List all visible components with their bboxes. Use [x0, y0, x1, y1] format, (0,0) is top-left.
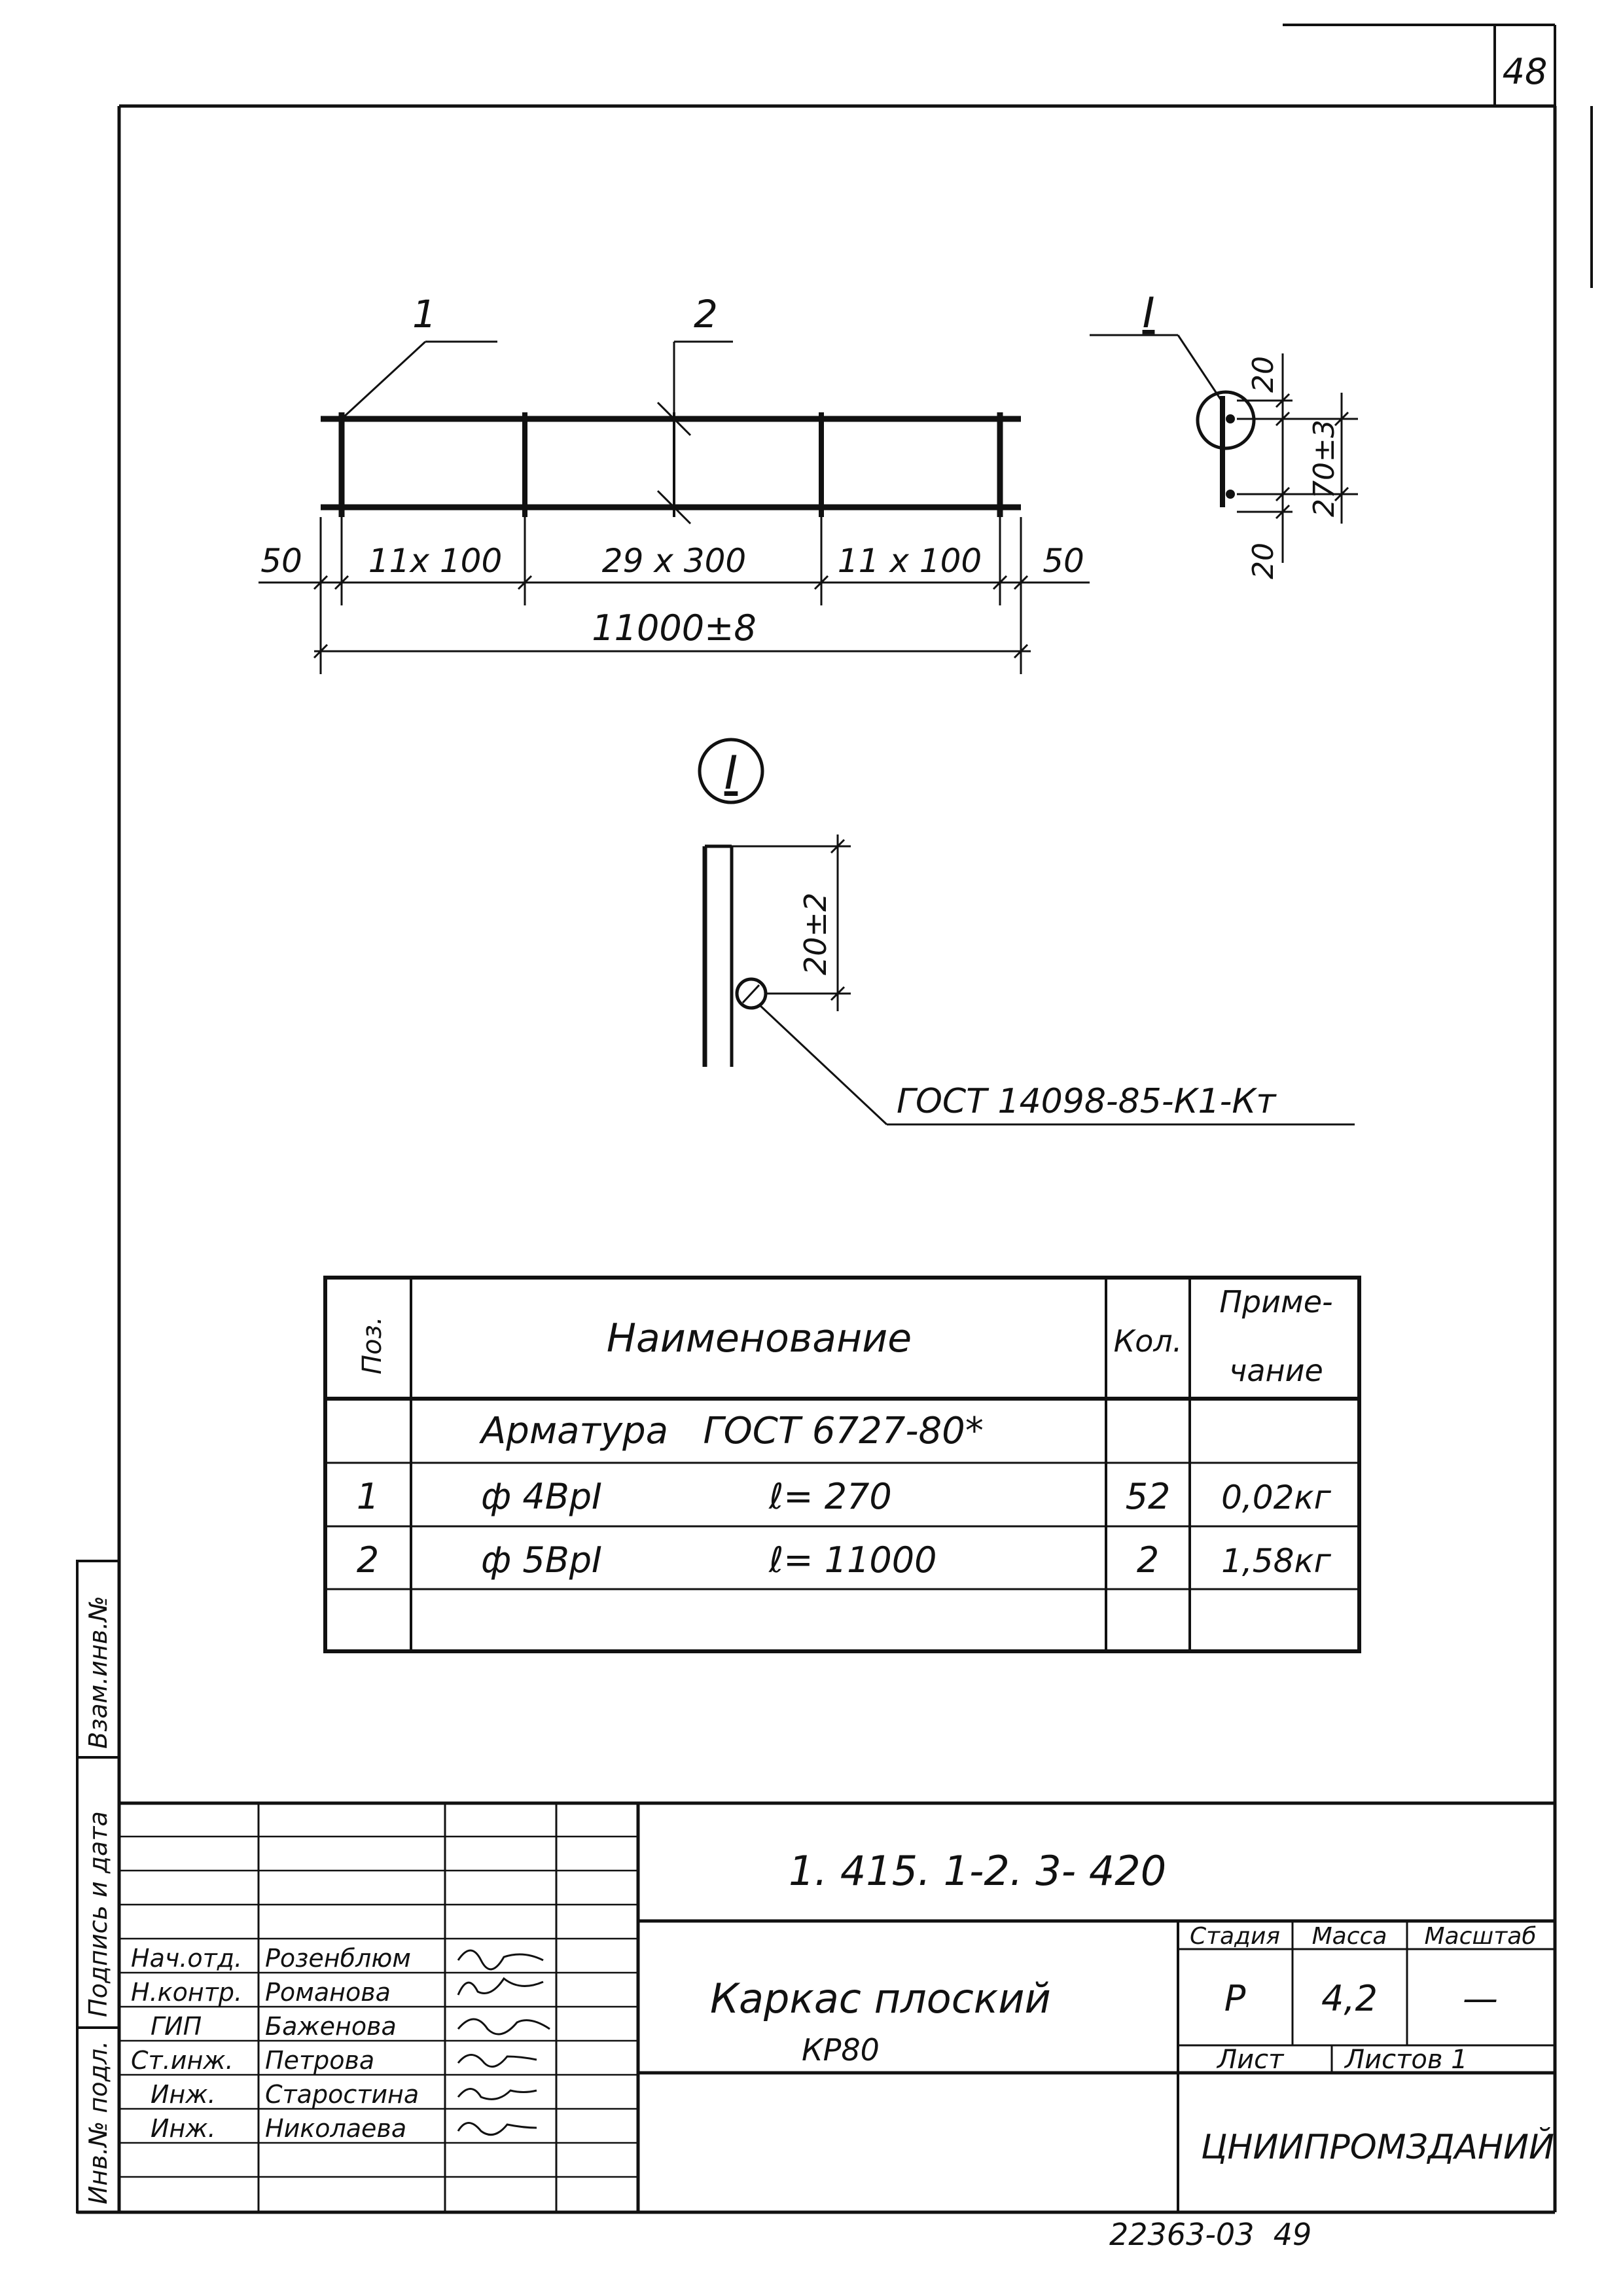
person-name-2: Романова — [265, 1978, 391, 2007]
person-role-6: Инж. — [151, 2114, 216, 2143]
person-name-3: Баженова — [265, 2012, 397, 2041]
scale-value: — — [1463, 1978, 1498, 2019]
sheets-label: Листов 1 — [1344, 2045, 1468, 2075]
spec-header-note-line2: чание — [1229, 1353, 1323, 1388]
spec-header-pos: Поз. — [357, 1316, 387, 1374]
leader-pos-2: 2 — [694, 292, 718, 336]
spec-table: Поз. Наименование Кол. Приме- чание Арма… — [323, 1276, 1361, 1653]
section-dim-top: 20 — [1247, 356, 1280, 393]
section-view: I 20 270±3 20 — [1090, 289, 1358, 579]
spec-section-row: Арматура ГОСТ 6727-80* — [479, 1410, 984, 1452]
detail-dim: 20±2 — [798, 893, 833, 975]
spec-row1-length: ℓ= 270 — [768, 1476, 892, 1517]
person-role-1: Нач.отд. — [131, 1944, 242, 1973]
plan-view: 1 2 50 11x 100 29 x 300 11 x 100 — [259, 292, 1090, 674]
stage-value: Р — [1224, 1978, 1246, 2019]
spec-header-qty: Кол. — [1114, 1323, 1183, 1359]
doc-code: 1. 415. 1-2. 3- 420 — [789, 1847, 1166, 1895]
stage-label: Стадия — [1190, 1923, 1280, 1950]
spec-row2-qty: 2 — [1137, 1539, 1159, 1581]
dim-spacing-middle: 29 x 300 — [602, 542, 746, 580]
title-line2: КР80 — [802, 2032, 880, 2068]
spec-row2-pos: 2 — [357, 1539, 379, 1581]
section-dim-middle: 270±3 — [1308, 420, 1341, 517]
dim-end-right: 50 — [1043, 542, 1084, 580]
title-block: 1. 415. 1-2. 3- 420 Каркас плоский КР80 … — [119, 1801, 1555, 2212]
spec-row1-note: 0,02кг — [1221, 1479, 1332, 1516]
scale-label: Масштаб — [1424, 1923, 1536, 1950]
person-role-2: Н.контр. — [131, 1978, 242, 2007]
person-name-5: Старостина — [265, 2080, 419, 2109]
sheet-corner-number: 48 — [1503, 51, 1548, 92]
person-role-5: Инж. — [151, 2080, 216, 2109]
mass-value: 4,2 — [1321, 1978, 1378, 2019]
side-stamp: Взам.инв.№ Подпись и дата Инв.№ подл. — [76, 1560, 120, 2214]
title-line1: Каркас плоский — [710, 1975, 1051, 2022]
section-marker: I — [1143, 289, 1155, 338]
person-role-3: ГИП — [151, 2012, 202, 2041]
spec-row1-pos: 1 — [357, 1476, 379, 1517]
signatures — [457, 1949, 550, 2136]
corner-box — [1283, 24, 1593, 288]
spec-row2-length: ℓ= 11000 — [768, 1539, 937, 1581]
side-stamp-signature: Подпись и дата — [84, 1811, 113, 2017]
dim-end-left: 50 — [260, 542, 302, 580]
spec-row2-note: 1,58кг — [1221, 1542, 1332, 1580]
detail-view: I 20±2 ГОСТ 14098-85-К1-Кт — [698, 738, 1355, 1126]
spec-row2-name: ф 5ВрI — [481, 1539, 602, 1581]
dim-spacing-left: 11x 100 — [368, 542, 503, 580]
organization: ЦНИИПРОМЗДАНИЙ — [1201, 2127, 1554, 2167]
spec-header-note-line1: Приме- — [1219, 1284, 1332, 1319]
spec-header-name: Наименование — [607, 1316, 912, 1361]
person-name-1: Розенблюм — [265, 1944, 411, 1973]
section-dim-bottom: 20 — [1247, 543, 1280, 579]
spec-row1-name: ф 4ВрI — [481, 1476, 602, 1517]
detail-marker: I — [724, 746, 738, 800]
dim-spacing-right: 11 x 100 — [838, 542, 982, 580]
mass-label: Масса — [1312, 1923, 1387, 1950]
side-stamp-replaced: Взам.инв.№ — [84, 1596, 113, 1749]
bottom-code: 22363-03 49 — [1109, 2217, 1311, 2252]
leader-pos-1: 1 — [412, 292, 437, 336]
detail-gost-note: ГОСТ 14098-85-К1-Кт — [897, 1082, 1277, 1121]
person-name-6: Николаева — [265, 2114, 406, 2143]
dim-total: 11000±8 — [592, 607, 756, 649]
spec-row1-qty: 52 — [1126, 1476, 1171, 1517]
person-name-4: Петрова — [265, 2046, 374, 2075]
side-stamp-inventory: Инв.№ подл. — [84, 2041, 113, 2204]
person-role-4: Ст.инж. — [131, 2046, 234, 2075]
sheet-label: Лист — [1216, 2045, 1285, 2075]
